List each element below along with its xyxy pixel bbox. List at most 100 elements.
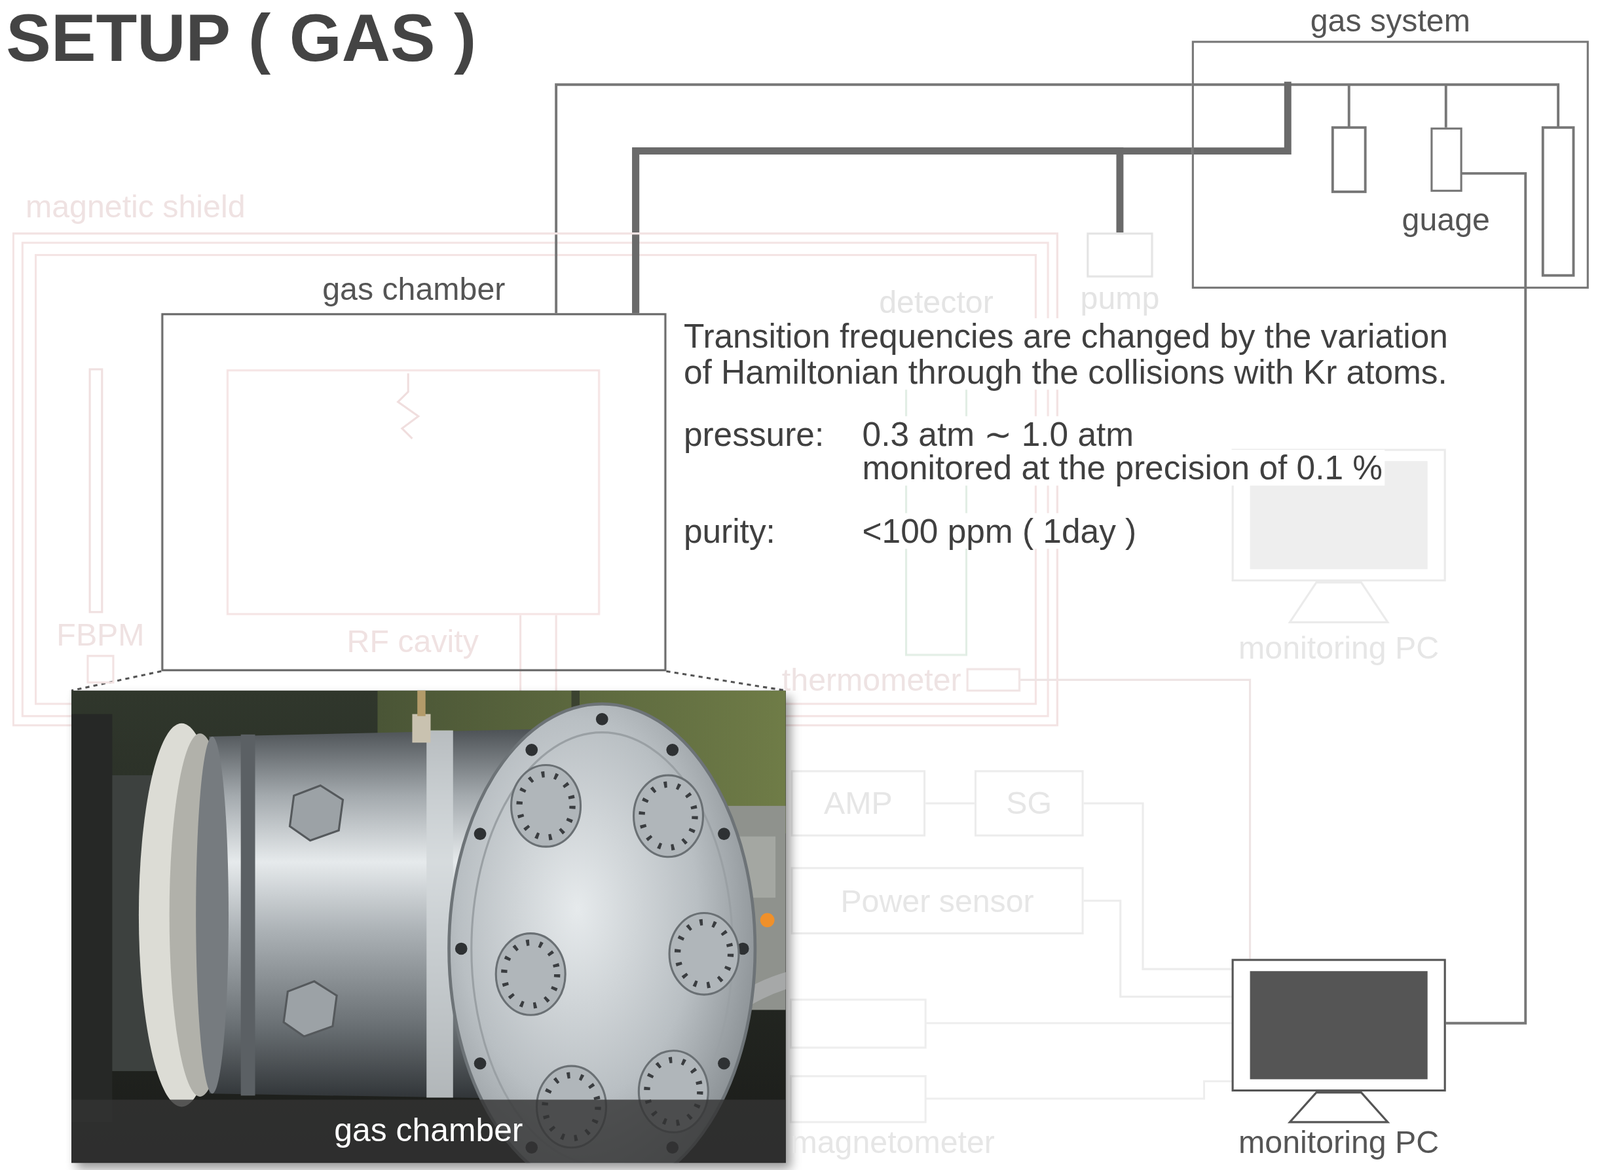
chamber-photo <box>519 774 573 839</box>
label-holder: magnetic shield <box>25 190 246 223</box>
chamber-photo <box>641 784 695 849</box>
label-holder: magnetometer <box>790 1126 995 1158</box>
fbpm-bar <box>89 369 103 613</box>
rf-antenna <box>398 373 419 439</box>
node-label: FBPM <box>0 619 521 652</box>
chamber-photo <box>495 933 566 1016</box>
chamber-photo <box>504 774 731 1139</box>
title-block: SETUP ( GAS ) <box>5 3 477 72</box>
label-holder: guage <box>1023 203 1600 236</box>
chamber-photo <box>449 704 756 1164</box>
chamber-photo <box>717 1057 731 1071</box>
chamber-photo <box>474 827 487 841</box>
monitor-outline <box>1232 960 1445 1091</box>
node-label: magnetic shield <box>25 190 246 223</box>
gas-chamber-box: gas chamberRF cavity <box>161 313 667 672</box>
chamber-photo <box>417 690 426 717</box>
chamber-photo <box>760 912 775 928</box>
chamber-photo <box>289 785 343 841</box>
label-holder: thermometer <box>781 670 962 691</box>
monitor-outline <box>1231 959 1447 1125</box>
chamber-photo <box>666 744 679 757</box>
parameter-value: 0.3 atm ∼ 1.0 atm <box>859 416 1136 453</box>
label-holder: detector <box>499 286 1374 319</box>
pump-manifold <box>1191 81 1288 152</box>
gas-manifold <box>1191 84 1559 128</box>
chamber-photo <box>669 912 739 995</box>
chamber-photo <box>511 765 581 848</box>
gas-line <box>1083 803 1232 970</box>
node-label: thermometer <box>781 664 962 696</box>
gas-line <box>925 802 975 805</box>
pump: pump <box>1086 232 1153 278</box>
chamber-photo <box>677 922 731 986</box>
monitoring-pc: monitoring PC <box>1231 959 1447 1125</box>
label-holder: monitored at the precision of 0.1 % <box>859 449 1385 486</box>
gas-manifold <box>1332 127 1366 192</box>
zoom-leader <box>71 671 786 691</box>
parameter-name: pressure: <box>681 416 827 453</box>
chamber-photo <box>455 943 468 956</box>
label-holder: AMP <box>793 772 924 835</box>
label-holder: Transition frequencies are changed by th… <box>681 318 1470 390</box>
chamber-photo <box>195 736 229 1094</box>
label-holder: 0.3 atm ∼ 1.0 atm <box>859 416 1136 453</box>
label-holder: monitoring PC <box>823 632 1600 665</box>
chamber-photo <box>525 744 538 757</box>
parameter-name: purity: <box>681 513 778 550</box>
faded-instruments <box>790 1000 1232 1123</box>
monitor-outline <box>1250 971 1428 1080</box>
faded-instruments <box>790 1000 926 1048</box>
chamber-photo <box>595 713 609 726</box>
label-holder: pressure: <box>681 416 827 453</box>
photo-caption: gas chamber <box>334 1113 523 1149</box>
gas-line <box>556 84 1192 314</box>
gas-manifold <box>1543 127 1574 276</box>
node-label: Power sensor <box>840 885 1034 917</box>
fbpm: FBPM <box>86 654 114 684</box>
chamber-photo <box>495 765 739 1149</box>
slide-title: SETUP ( GAS ) <box>5 3 477 72</box>
thermometer: thermometer <box>966 668 1021 693</box>
faded-instruments <box>925 1023 1232 1099</box>
monitor-outline <box>1289 1093 1388 1123</box>
label-holder: SG <box>976 772 1082 835</box>
node-label: monitoring PC <box>823 632 1600 665</box>
node-label: guage <box>1023 203 1600 236</box>
chamber-photo <box>169 733 231 1098</box>
note-text: Transition frequencies are changed by th… <box>681 318 1470 390</box>
chamber-photo <box>455 713 750 1164</box>
gas-line <box>1083 901 1232 997</box>
label-holder: gas chamber <box>71 1113 786 1149</box>
faded-label: magnetometer <box>790 1126 995 1158</box>
label-holder: purity: <box>681 513 778 550</box>
label-holder: pump <box>680 282 1559 315</box>
node-label: AMP <box>823 787 893 820</box>
gas-system-box: gas systemguage <box>1191 40 1589 289</box>
label-holder: RF cavity <box>0 624 1006 657</box>
chamber-photo <box>71 714 112 1123</box>
label-holder: Power sensor <box>793 869 1082 933</box>
amplifier-box: AMP <box>790 770 926 837</box>
chamber-photo <box>474 1057 487 1071</box>
monitor-outline <box>1289 582 1388 623</box>
chamber-photo <box>71 1100 786 1164</box>
chamber-photo <box>717 827 731 841</box>
gas-manifold <box>1191 84 1574 276</box>
faded-instruments <box>790 1076 926 1123</box>
chamber-photo <box>241 734 256 1097</box>
chamber-photo <box>633 775 704 858</box>
chamber-photo <box>71 690 786 1164</box>
label-holder: gas system <box>785 5 1600 37</box>
power-sensor-box: Power sensor <box>790 867 1084 935</box>
gas-line <box>1020 679 1251 959</box>
node-label: RF cavity <box>0 624 1006 657</box>
parameter-value: monitored at the precision of 0.1 % <box>859 449 1385 486</box>
gauge-tube: guage <box>1430 127 1462 192</box>
signal-generator-box: SG <box>974 770 1084 837</box>
label-holder: FBPM <box>0 619 521 652</box>
gas-line <box>1446 173 1526 1024</box>
